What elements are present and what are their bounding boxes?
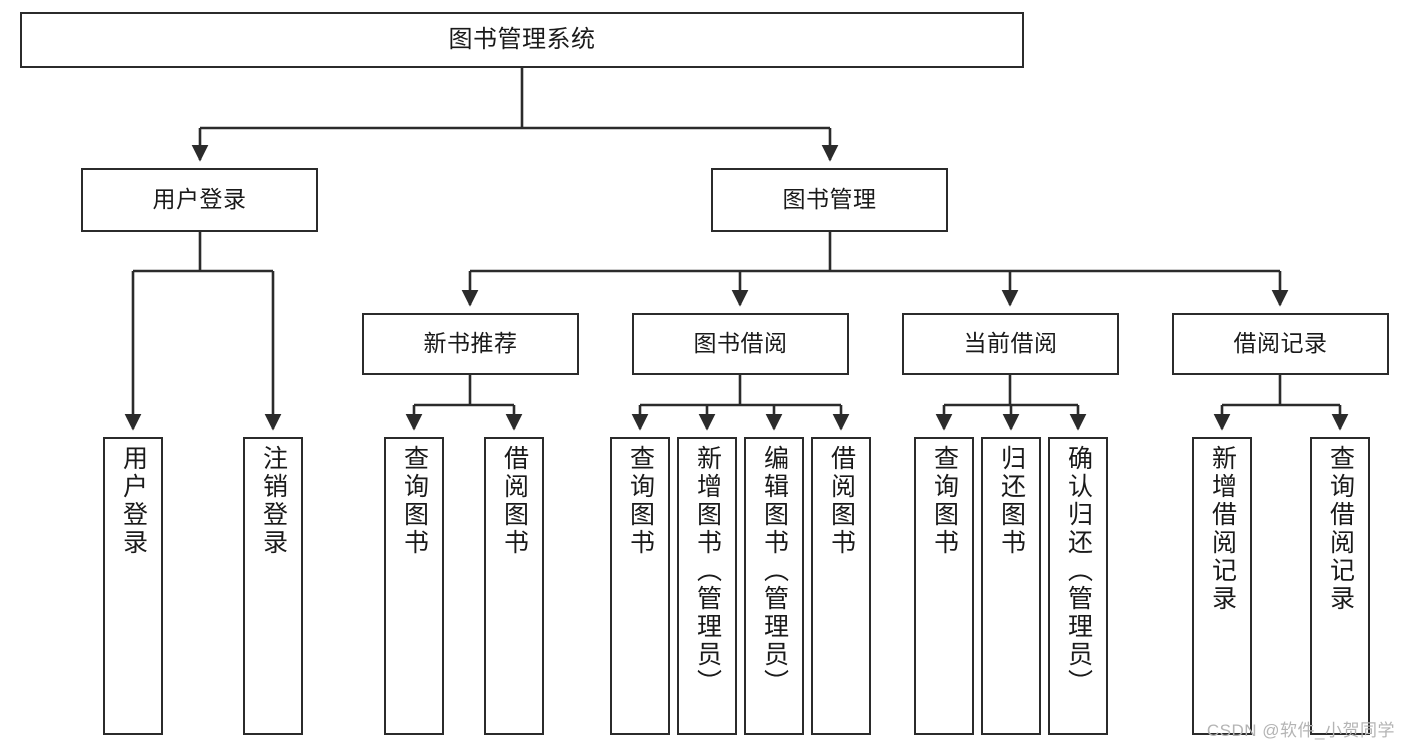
node-label: 查询借阅记录 <box>1326 445 1355 613</box>
node-borrow-record[interactable]: 借阅记录 <box>1172 313 1389 375</box>
node-book-management[interactable]: 图书管理 <box>711 168 948 232</box>
csdn-watermark: CSDN @软件_小贺同学 <box>1206 721 1395 740</box>
leaf-user-login[interactable]: 用户登录 <box>103 437 163 735</box>
leaf-recommend-query-book[interactable]: 查询图书 <box>384 437 444 735</box>
node-label: 用户登录 <box>119 445 148 557</box>
node-label: 注销登录 <box>259 445 288 557</box>
node-label: 当前借阅 <box>963 330 1058 357</box>
node-label: 编辑图书（管理员） <box>760 445 789 697</box>
node-label: 归还图书 <box>997 445 1026 557</box>
leaf-record-add-borrow-record[interactable]: 新增借阅记录 <box>1192 437 1252 735</box>
node-label: 查询图书 <box>930 445 959 557</box>
leaf-borrow-borrow-book[interactable]: 借阅图书 <box>811 437 871 735</box>
node-label: 查询图书 <box>626 445 655 557</box>
node-label: 用户登录 <box>152 186 247 213</box>
node-current-borrow[interactable]: 当前借阅 <box>902 313 1119 375</box>
node-label: 查询图书 <box>400 445 429 557</box>
node-user-login[interactable]: 用户登录 <box>81 168 318 232</box>
node-label: 新书推荐 <box>423 330 518 357</box>
node-label: 图书管理系统 <box>448 25 596 53</box>
leaf-borrow-query-book[interactable]: 查询图书 <box>610 437 670 735</box>
node-label: 图书借阅 <box>693 330 788 357</box>
node-label: 新增借阅记录 <box>1208 445 1237 613</box>
leaf-recommend-borrow-book[interactable]: 借阅图书 <box>484 437 544 735</box>
node-new-book-recommend[interactable]: 新书推荐 <box>362 313 579 375</box>
leaf-current-confirm-return-admin[interactable]: 确认归还（管理员） <box>1048 437 1108 735</box>
node-label: 新增图书（管理员） <box>693 445 722 697</box>
leaf-borrow-add-book-admin[interactable]: 新增图书（管理员） <box>677 437 737 735</box>
leaf-current-query-book[interactable]: 查询图书 <box>914 437 974 735</box>
node-label: 借阅图书 <box>500 445 529 557</box>
node-book-borrow[interactable]: 图书借阅 <box>632 313 849 375</box>
leaf-borrow-edit-book-admin[interactable]: 编辑图书（管理员） <box>744 437 804 735</box>
node-label: 借阅记录 <box>1233 330 1328 357</box>
node-root-system[interactable]: 图书管理系统 <box>20 12 1024 68</box>
node-label: 图书管理 <box>782 186 877 213</box>
leaf-current-return-book[interactable]: 归还图书 <box>981 437 1041 735</box>
node-label: 借阅图书 <box>827 445 856 557</box>
leaf-logout[interactable]: 注销登录 <box>243 437 303 735</box>
node-label: 确认归还（管理员） <box>1064 445 1093 697</box>
leaf-record-query-borrow-record[interactable]: 查询借阅记录 <box>1310 437 1370 735</box>
